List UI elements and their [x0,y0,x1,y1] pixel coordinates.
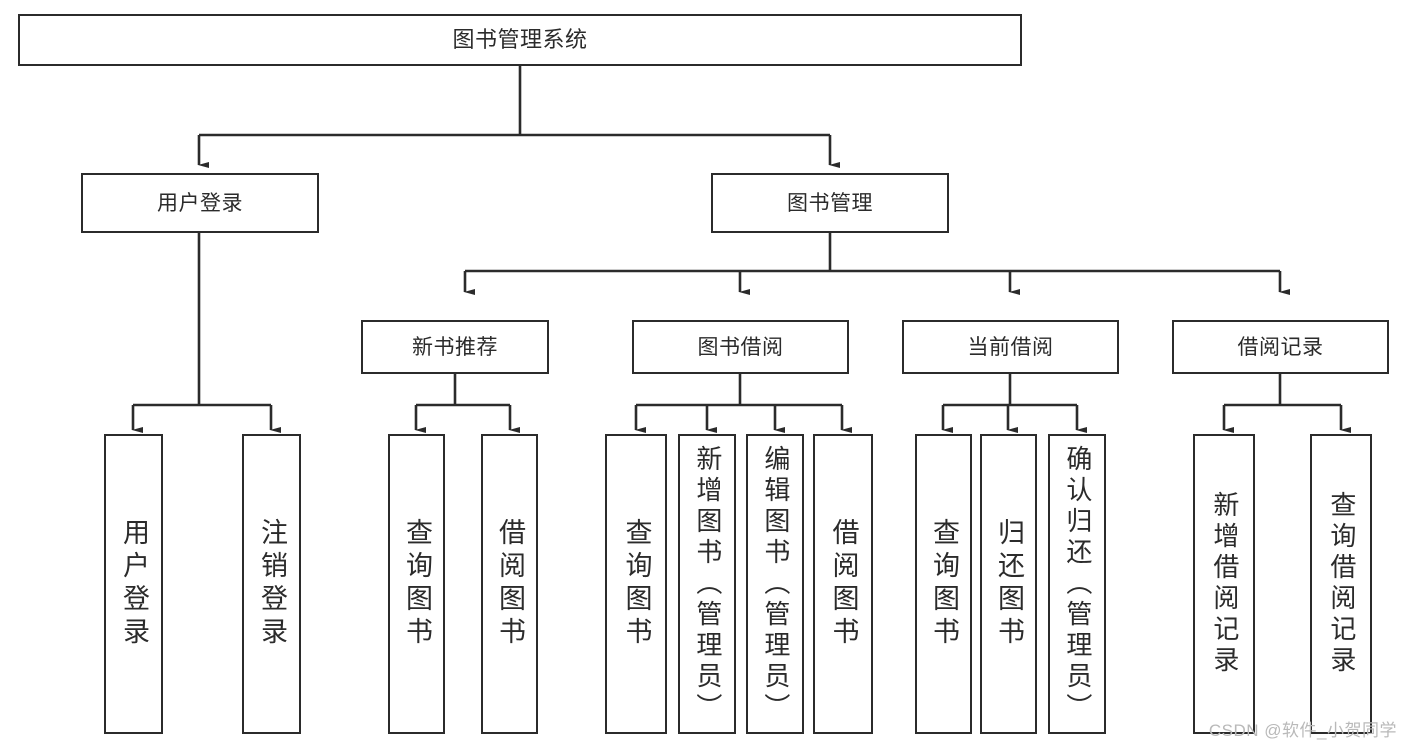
node-book-borrow[interactable]: 图书借阅 [632,320,849,374]
node-book-borrow-label: 图书借阅 [697,335,784,359]
node-current-borrow-label: 当前借阅 [967,335,1054,359]
node-user-login-label: 用户登录 [157,191,243,215]
leaf-borrow-query-book-label: 查询图书 [621,518,652,650]
node-root-system[interactable]: 图书管理系统 [18,14,1022,66]
leaf-recommend-borrow-book[interactable]: 借阅图书 [481,434,538,734]
leaf-user-login-signout-label: 注销登录 [256,518,287,650]
leaf-borrow-query-book[interactable]: 查询图书 [605,434,667,734]
node-borrow-record[interactable]: 借阅记录 [1172,320,1389,374]
leaf-current-confirm-return[interactable]: 确认归还（管理员） [1048,434,1106,734]
leaf-current-confirm-return-label: 确认归还（管理员） [1062,444,1093,724]
leaf-user-login-signin[interactable]: 用户登录 [104,434,163,734]
leaf-recommend-query-book[interactable]: 查询图书 [388,434,445,734]
leaf-recommend-query-book-label: 查询图书 [401,518,432,650]
leaf-current-query-book-label: 查询图书 [928,518,959,650]
node-book-management-label: 图书管理 [787,191,873,215]
watermark-text: CSDN @软件_小贺同学 [1208,721,1397,740]
node-user-login[interactable]: 用户登录 [81,173,319,233]
leaf-borrow-borrow-book[interactable]: 借阅图书 [813,434,873,734]
leaf-record-add-record-label: 新增借阅记录 [1209,491,1240,677]
leaf-current-query-book[interactable]: 查询图书 [915,434,972,734]
leaf-record-add-record[interactable]: 新增借阅记录 [1193,434,1255,734]
leaf-borrow-edit-book-label: 编辑图书（管理员） [760,444,791,724]
node-root-system-label: 图书管理系统 [452,27,588,52]
leaf-borrow-add-book-label: 新增图书（管理员） [692,444,723,724]
leaf-record-query-record-label: 查询借阅记录 [1326,491,1357,677]
leaf-user-login-signin-label: 用户登录 [118,518,149,650]
leaf-recommend-borrow-book-label: 借阅图书 [494,518,525,650]
leaf-borrow-edit-book[interactable]: 编辑图书（管理员） [746,434,804,734]
node-borrow-record-label: 借阅记录 [1237,335,1324,359]
node-new-book-recommend[interactable]: 新书推荐 [361,320,549,374]
node-current-borrow[interactable]: 当前借阅 [902,320,1119,374]
leaf-current-return-book-label: 归还图书 [993,518,1024,650]
node-book-management[interactable]: 图书管理 [711,173,949,233]
leaf-record-query-record[interactable]: 查询借阅记录 [1310,434,1372,734]
leaf-user-login-signout[interactable]: 注销登录 [242,434,301,734]
leaf-borrow-add-book[interactable]: 新增图书（管理员） [678,434,736,734]
leaf-current-return-book[interactable]: 归还图书 [980,434,1037,734]
node-new-book-recommend-label: 新书推荐 [412,335,498,359]
leaf-borrow-borrow-book-label: 借阅图书 [828,518,859,650]
